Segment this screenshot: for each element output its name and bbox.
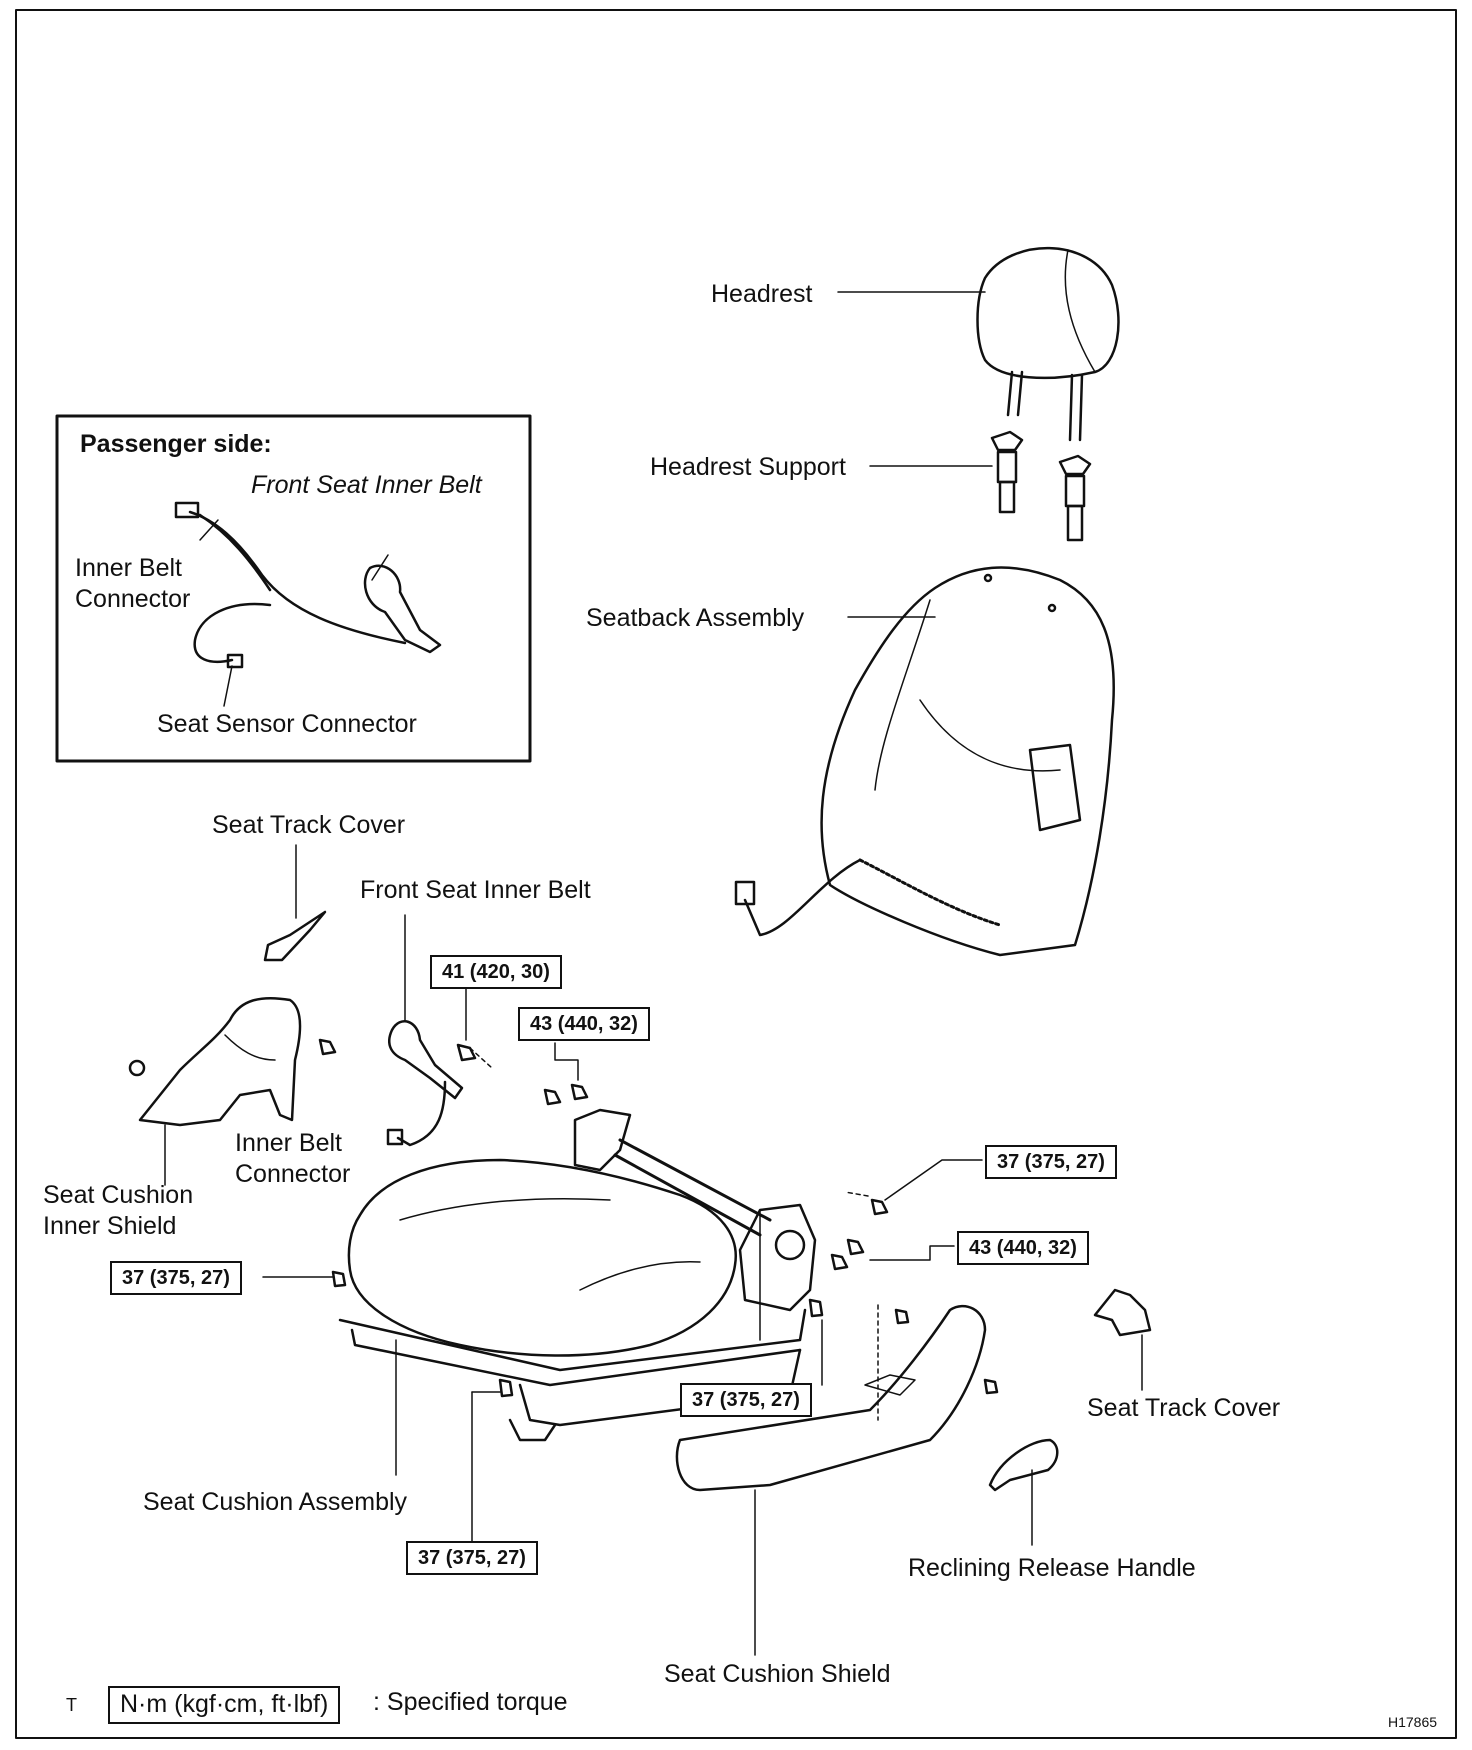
headrest-support-drawing (869, 430, 1092, 542)
headrest-drawing (837, 246, 1120, 442)
front-seat-inner-belt-label: Front Seat Inner Belt (360, 876, 591, 904)
seat-cushion-inner-shield-label: Seat Cushion Inner Shield (43, 1181, 194, 1241)
torque-box-37-left: 37 (375, 27) (110, 1261, 242, 1295)
inset-inner-belt-connector-label: Inner Belt Connector (75, 554, 191, 614)
seatback-assembly-label: Seatback Assembly (586, 604, 805, 632)
inset-front-seat-inner-belt-label: Front Seat Inner Belt (251, 471, 482, 499)
inset-seat-sensor-connector-label: Seat Sensor Connector (157, 710, 417, 738)
seat-cushion-inner-shield-drawing (128, 996, 302, 1186)
seat-frame-drawing (573, 1108, 817, 1341)
inner-belt-connector-label: Inner Belt Connector (235, 1129, 351, 1189)
outer-frame (15, 9, 1457, 1739)
torque-box-37-bottom: 37 (375, 27) (406, 1541, 538, 1575)
bolts-drawing (318, 1038, 999, 1421)
inset-title: Passenger side: (80, 430, 272, 458)
torque-box-37-middle: 37 (375, 27) (680, 1383, 812, 1417)
torque-box-43-upper: 43 (440, 32) (518, 1007, 650, 1041)
torque-box-43-lower: 43 (440, 32) (957, 1231, 1089, 1265)
inset-belt-drawing (174, 501, 442, 707)
seat-cushion-assembly-label: Seat Cushion Assembly (143, 1488, 408, 1516)
reclining-release-handle-label: Reclining Release Handle (908, 1554, 1196, 1582)
seat-cushion-shield-drawing (675, 1304, 987, 1656)
seat-track-cover-right-drawing (1093, 1288, 1152, 1391)
seat-track-cover-right-label: Seat Track Cover (1087, 1394, 1281, 1422)
front-seat-inner-belt-drawing (386, 914, 493, 1147)
figure-code: H17865 (1388, 1714, 1438, 1730)
inset-frame (55, 414, 532, 763)
legend-units-box: N·m (kgf·cm, ft·lbf) (108, 1686, 341, 1724)
seat-cushion-drawing (338, 1158, 807, 1476)
torque-box-37-right: 37 (375, 27) (985, 1145, 1117, 1179)
torque-box-41: 41 (420, 30) (430, 955, 562, 989)
reclining-release-handle-drawing (988, 1438, 1059, 1546)
seat-track-cover-left-drawing (263, 844, 327, 962)
headrest-support-label: Headrest Support (650, 453, 846, 481)
legend-text: : Specified torque (373, 1688, 568, 1716)
seatback-drawing (734, 566, 1115, 957)
seat-track-cover-left-label: Seat Track Cover (212, 811, 406, 839)
torque-symbol: T (66, 1695, 77, 1715)
torque-leaders (262, 976, 983, 1543)
seat-cushion-shield-label: Seat Cushion Shield (664, 1660, 891, 1688)
headrest-label: Headrest (711, 280, 813, 308)
